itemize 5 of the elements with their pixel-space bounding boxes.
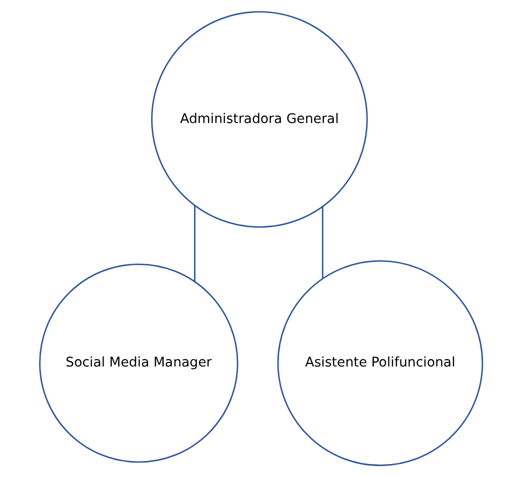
node-circle: Social Media Manager — [38, 264, 238, 463]
connector — [321, 206, 323, 279]
node-circle: Asistente Polifuncional — [276, 260, 483, 466]
connector — [194, 205, 195, 282]
node-circle: Administradora General — [150, 11, 368, 228]
